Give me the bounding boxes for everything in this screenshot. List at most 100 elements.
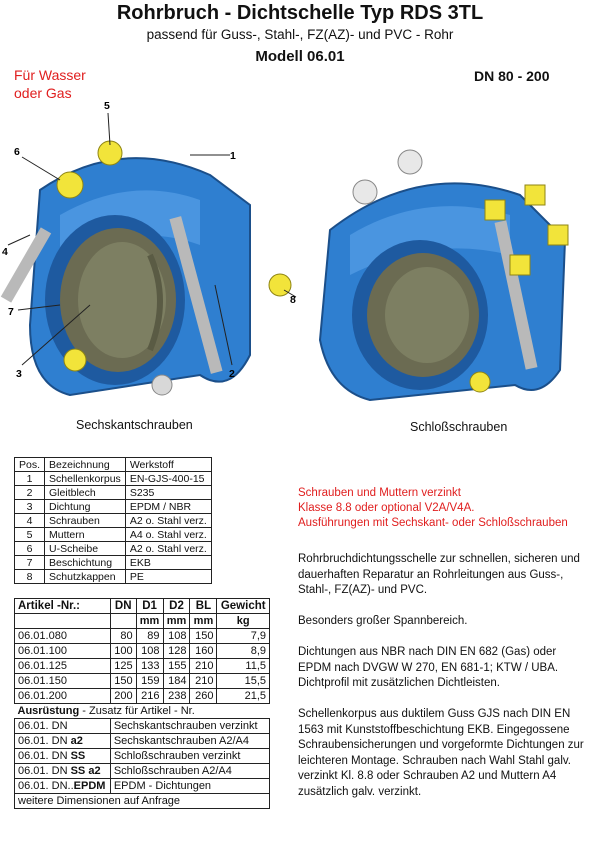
parts-pos: 8 bbox=[13, 569, 46, 584]
article-dn: 80 bbox=[109, 628, 137, 644]
unit-cell: kg bbox=[216, 613, 270, 629]
equipment-code-prefix: 06.01. DN.. bbox=[18, 780, 74, 792]
article-bl: 210 bbox=[189, 658, 218, 674]
equipment-code-prefix: 06.01. DN bbox=[18, 720, 68, 732]
parts-name: Schrauben bbox=[44, 513, 126, 528]
unit-cell bbox=[109, 613, 137, 629]
parts-header-material: Werkstoff bbox=[124, 457, 212, 472]
callout-4: 4 bbox=[2, 246, 8, 258]
article-bl: 260 bbox=[189, 688, 218, 704]
note-line-2: Klasse 8.8 oder optional V2A/V4A. bbox=[298, 502, 475, 514]
unit-cell bbox=[14, 613, 111, 629]
description-4: Schellenkorpus aus duktilem Guss GJS nac… bbox=[298, 708, 584, 798]
article-weight: 7,9 bbox=[216, 628, 270, 644]
article-d1: 159 bbox=[135, 673, 164, 689]
equipment-suffix: - Zusatz für Artikel - Nr. bbox=[79, 705, 195, 717]
article-d1: 108 bbox=[135, 643, 164, 659]
page-title: Rohrbruch - Dichtschelle Typ RDS 3TL bbox=[116, 2, 484, 24]
article-header-dn: DN bbox=[109, 598, 137, 614]
parts-name: Beschichtung bbox=[44, 555, 126, 570]
parts-pos: 3 bbox=[13, 499, 46, 514]
equipment-desc: Sechskantschrauben verzinkt bbox=[109, 718, 271, 734]
article-nr: 06.01.125 bbox=[14, 658, 111, 674]
description-2: Besonders großer Spannbereich. bbox=[298, 615, 468, 627]
parts-name: U-Scheibe bbox=[44, 541, 126, 556]
equipment-code-suffix: EPDM bbox=[73, 780, 106, 792]
article-table: Artikel -Nr.: DN D1 D2 BL Gewicht mm mm … bbox=[14, 598, 271, 809]
article-nr: 06.01.080 bbox=[14, 628, 111, 644]
footer-row: weitere Dimensionen auf Anfrage bbox=[14, 793, 270, 809]
parts-header-name: Bezeichnung bbox=[44, 457, 126, 472]
parts-name: Schutzkappen bbox=[44, 569, 126, 584]
article-weight: 21,5 bbox=[216, 688, 270, 704]
article-dn: 200 bbox=[109, 688, 137, 704]
article-d2: 184 bbox=[162, 673, 191, 689]
product-image-carriage-bolts bbox=[318, 149, 569, 402]
callout-7: 7 bbox=[8, 306, 14, 318]
equipment-desc: Schloßschrauben verzinkt bbox=[109, 748, 271, 764]
article-bl: 150 bbox=[189, 628, 218, 644]
equipment-code: 06.01. DN..EPDM bbox=[14, 778, 111, 794]
note-line-3: Ausführungen mit Sechskant- oder Schloßs… bbox=[298, 517, 568, 529]
parts-material: A2 o. Stahl verz. bbox=[124, 513, 212, 528]
callout-3: 3 bbox=[16, 368, 22, 380]
medium-line-1: Für Wasser bbox=[14, 67, 86, 83]
parts-material: PE bbox=[124, 569, 212, 584]
parts-material: S235 bbox=[124, 485, 212, 500]
article-footer: weitere Dimensionen auf Anfrage bbox=[14, 793, 270, 809]
equipment-row: 06.01. DN Sechskantschrauben verzinkt bbox=[14, 718, 271, 734]
note-line-1: Schrauben und Muttern verzinkt bbox=[298, 487, 462, 499]
equipment-code-suffix: a2 bbox=[70, 735, 83, 747]
parts-header-pos: Pos. bbox=[13, 457, 46, 472]
article-d2: 155 bbox=[162, 658, 191, 674]
equipment-title-row: Ausrüstung - Zusatz für Artikel - Nr. bbox=[14, 703, 270, 719]
article-header-d2: D2 bbox=[162, 598, 191, 614]
callout-8: 8 bbox=[290, 294, 296, 306]
parts-pos: 4 bbox=[13, 513, 46, 528]
equipment-code: 06.01. DN a2 bbox=[14, 733, 111, 749]
model-number: Modell 06.01 bbox=[255, 48, 345, 65]
callout-1: 1 bbox=[230, 150, 236, 162]
equipment-code: 06.01. DN SS bbox=[14, 748, 111, 764]
article-header-d1: D1 bbox=[135, 598, 164, 614]
article-weight: 15,5 bbox=[216, 673, 270, 689]
description-1: Rohrbruchdichtungsschelle zur schnellen,… bbox=[298, 553, 580, 596]
unit-cell: mm bbox=[135, 613, 164, 629]
parts-pos: 5 bbox=[13, 527, 46, 542]
article-d2: 238 bbox=[162, 688, 191, 704]
equipment-code-prefix: 06.01. DN bbox=[18, 735, 71, 747]
parts-material: EKB bbox=[124, 555, 212, 570]
article-dn: 150 bbox=[109, 673, 137, 689]
parts-name: Dichtung bbox=[44, 499, 126, 514]
equipment-code-suffix: SS a2 bbox=[70, 765, 101, 777]
parts-name: Schellenkorpus bbox=[44, 471, 126, 486]
parts-pos: 6 bbox=[13, 541, 46, 556]
equipment-title: Ausrüstung bbox=[17, 705, 80, 717]
parts-material: EN-GJS-400-15 bbox=[124, 471, 212, 486]
medium-line-2: oder Gas bbox=[14, 85, 72, 101]
article-header-bl: BL bbox=[189, 598, 218, 614]
article-bl: 210 bbox=[189, 673, 218, 689]
parts-material: EPDM / NBR bbox=[124, 499, 212, 514]
article-d1: 133 bbox=[135, 658, 164, 674]
parts-material: A4 o. Stahl verz. bbox=[124, 527, 212, 542]
parts-pos: 7 bbox=[13, 555, 46, 570]
product-image-hex-bolts: 1 2 3 4 5 6 7 8 bbox=[0, 100, 297, 397]
unit-cell: mm bbox=[189, 613, 218, 629]
